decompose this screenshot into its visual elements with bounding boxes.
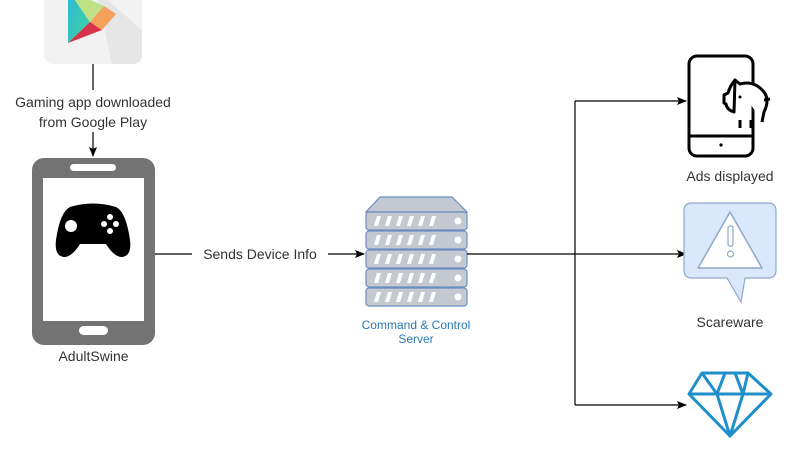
- server-vent: [374, 235, 381, 245]
- node-label-scareware: Scareware: [696, 314, 764, 330]
- warning-speech-bubble-icon: [683, 202, 777, 304]
- server-unit: [365, 268, 468, 288]
- node-label-line: Command & Control: [361, 318, 471, 332]
- server-led: [454, 255, 462, 263]
- server-vent: [385, 273, 392, 283]
- diamond-icon: [687, 371, 773, 438]
- server-vent: [407, 235, 414, 245]
- server-vent: [374, 216, 381, 226]
- server-rack-icon: [364, 196, 469, 307]
- node-label-cnc-server: Command & Control Server: [346, 318, 486, 346]
- server-vent: [407, 216, 414, 226]
- server-vent: [407, 273, 414, 283]
- server-vent: [429, 273, 436, 283]
- server-vent: [396, 216, 403, 226]
- server-vent: [407, 292, 414, 302]
- server-vent: [429, 235, 436, 245]
- server-vent: [418, 216, 425, 226]
- server-vent: [374, 292, 381, 302]
- edge-label-line: from Google Play: [38, 114, 148, 130]
- server-led: [454, 293, 462, 301]
- phone-piggy-bank-icon: [687, 54, 771, 158]
- server-unit: [365, 230, 468, 250]
- server-vent: [418, 273, 425, 283]
- smartphone-gamepad-icon: [32, 158, 155, 345]
- server-vent: [374, 254, 381, 264]
- edge-label-download: Gaming app downloaded from Google Play: [0, 92, 186, 132]
- server-vent: [396, 235, 403, 245]
- node-label-line: Server: [398, 332, 434, 346]
- server-vent: [429, 216, 436, 226]
- server-vent: [418, 292, 425, 302]
- server-vent: [429, 254, 436, 264]
- server-vent: [407, 254, 414, 264]
- server-vent: [374, 273, 381, 283]
- server-vent: [396, 292, 403, 302]
- node-label-ads: Ads displayed: [686, 168, 774, 184]
- server-vent: [418, 235, 425, 245]
- server-vent: [385, 292, 392, 302]
- google-play-icon: [44, 0, 142, 64]
- server-unit: [365, 249, 468, 269]
- edge-label-line: Gaming app downloaded: [15, 94, 171, 110]
- server-vent: [429, 292, 436, 302]
- edge-label-device-info: Sends Device Info: [203, 246, 317, 262]
- server-led: [454, 274, 462, 282]
- server-vent: [385, 235, 392, 245]
- edge-distribution: [467, 97, 687, 409]
- server-unit: [365, 211, 468, 231]
- server-vent: [418, 254, 425, 264]
- server-led: [454, 236, 462, 244]
- server-top: [364, 196, 469, 213]
- server-vent: [385, 216, 392, 226]
- server-vent: [396, 254, 403, 264]
- node-label-adultswine: AdultSwine: [58, 348, 129, 364]
- server-led: [454, 217, 462, 225]
- server-unit: [365, 287, 468, 307]
- server-vent: [396, 273, 403, 283]
- server-vent: [385, 254, 392, 264]
